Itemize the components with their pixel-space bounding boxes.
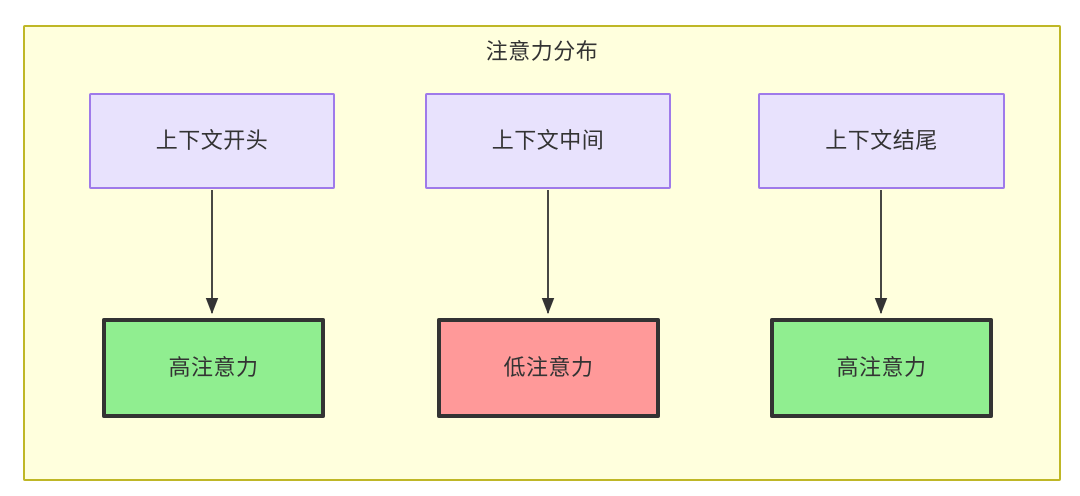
node-attention-start[interactable]: 高注意力 <box>102 318 325 418</box>
node-attention-middle-label: 低注意力 <box>503 355 594 380</box>
node-context-start-label: 上下文开头 <box>155 128 269 153</box>
node-attention-middle[interactable]: 低注意力 <box>437 318 660 418</box>
node-context-middle-label: 上下文中间 <box>491 128 605 153</box>
node-attention-start-label: 高注意力 <box>168 355 259 380</box>
node-attention-end-label: 高注意力 <box>836 355 927 380</box>
node-attention-end[interactable]: 高注意力 <box>770 318 993 418</box>
node-context-end-label: 上下文结尾 <box>825 128 938 153</box>
node-context-start[interactable]: 上下文开头 <box>89 93 335 189</box>
node-context-end[interactable]: 上下文结尾 <box>758 93 1005 189</box>
cluster-title: 注意力分布 <box>485 39 599 64</box>
node-context-middle[interactable]: 上下文中间 <box>425 93 671 189</box>
